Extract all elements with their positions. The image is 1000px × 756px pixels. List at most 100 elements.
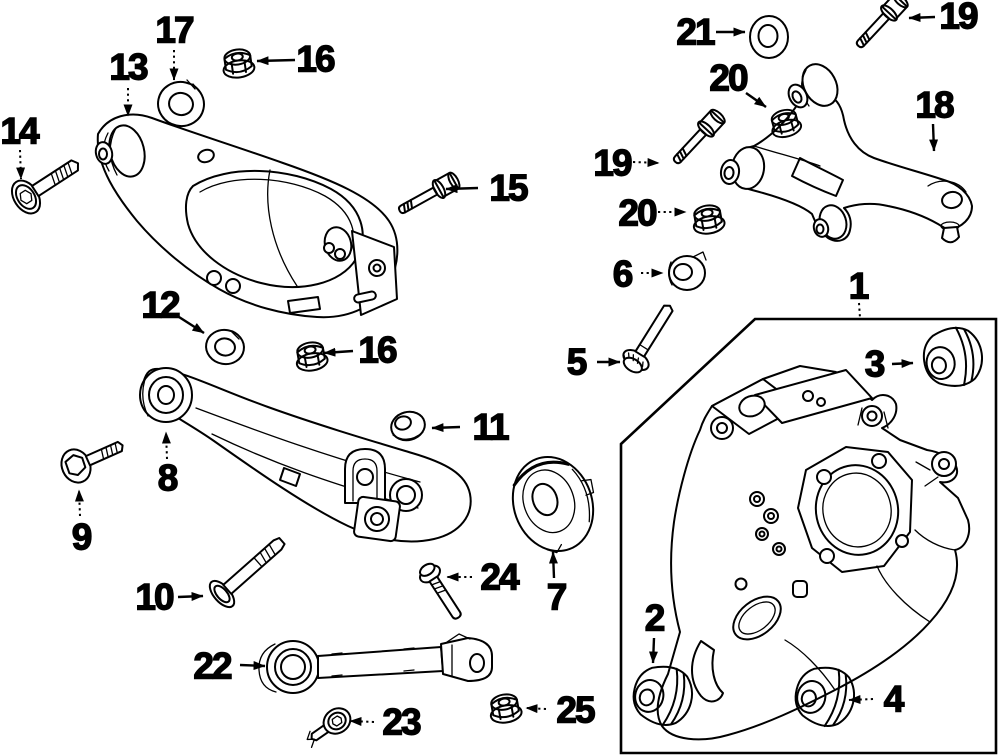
callout-18[interactable]: 18 — [915, 84, 957, 152]
callout-16a[interactable]: 16 — [256, 38, 338, 80]
callout-22[interactable]: 22 — [193, 645, 266, 687]
leader-arrow — [178, 315, 205, 335]
leader-arrow — [632, 158, 660, 168]
leader-arrow — [323, 347, 354, 357]
callout-number: 19 — [593, 143, 632, 184]
callout-number: 9 — [72, 517, 92, 558]
callout-number: 7 — [547, 577, 566, 618]
callout-17[interactable]: 17 — [155, 9, 196, 81]
callout-5[interactable]: 5 — [566, 341, 621, 383]
part-12-washer — [205, 328, 245, 366]
callout-19a[interactable]: 19 — [908, 0, 981, 37]
leader-arrow — [445, 184, 479, 194]
callout-number: 8 — [158, 458, 178, 499]
callout-20a[interactable]: 20 — [709, 57, 767, 108]
part-21-washer — [749, 15, 789, 59]
callout-number: 10 — [135, 577, 174, 618]
callout-number: 16 — [358, 330, 397, 371]
part-24-bolt — [419, 562, 462, 620]
callout-number: 4 — [884, 679, 905, 720]
leader-arrow — [745, 92, 767, 108]
callout-21[interactable]: 21 — [676, 11, 746, 53]
callout-number: 20 — [618, 193, 657, 234]
part-1-knuckle — [656, 365, 971, 741]
part-17-washer — [157, 79, 205, 128]
callout-number: 21 — [676, 12, 715, 53]
part-7-splash-shield — [511, 455, 595, 554]
callout-13[interactable]: 13 — [109, 46, 151, 117]
callout-number: 3 — [865, 344, 885, 385]
callout-number: 5 — [567, 342, 587, 383]
callout-19b[interactable]: 19 — [593, 142, 660, 184]
leader-arrow — [161, 431, 171, 460]
callout-7[interactable]: 7 — [546, 551, 568, 618]
part-15-bolt — [393, 169, 464, 221]
callout-number: 20 — [709, 58, 748, 99]
callout-number: 15 — [489, 168, 528, 209]
callout-14[interactable]: 14 — [0, 110, 43, 180]
part-19b-bolt — [666, 105, 729, 170]
callout-number: 19 — [939, 0, 978, 37]
leader-arrow — [929, 123, 939, 152]
callout-number: 22 — [193, 646, 232, 687]
callout-20b[interactable]: 20 — [618, 192, 687, 234]
callout-number: 23 — [382, 702, 421, 743]
leader-arrow — [256, 56, 296, 66]
part-23-screw — [306, 707, 352, 749]
callout-number: 17 — [155, 10, 193, 51]
callout-number: 14 — [0, 111, 40, 152]
part-22-radius-rod — [258, 633, 493, 694]
part-5-bolt — [622, 304, 674, 374]
callout-number: 24 — [480, 557, 520, 598]
callout-15[interactable]: 15 — [445, 167, 531, 209]
leader-arrow — [177, 591, 204, 601]
part-10-bolt — [208, 536, 286, 609]
leader-arrow — [239, 661, 266, 671]
callout-10[interactable]: 10 — [135, 576, 204, 618]
leader-arrow — [548, 551, 558, 579]
callout-number: 18 — [915, 85, 954, 126]
callout-24[interactable]: 24 — [446, 556, 523, 598]
callout-9[interactable]: 9 — [71, 489, 94, 558]
callout-11[interactable]: 11 — [431, 406, 512, 448]
knuckle-inset-border — [619, 317, 998, 755]
leader-arrow — [16, 149, 26, 180]
leader-arrow — [648, 637, 658, 664]
part-18-upper-control-arm — [719, 63, 973, 244]
part-3-bushing — [919, 323, 987, 392]
callout-16b[interactable]: 16 — [323, 329, 400, 371]
callout-6[interactable]: 6 — [612, 253, 664, 295]
callout-4[interactable]: 4 — [848, 678, 907, 720]
callout-3[interactable]: 3 — [864, 343, 914, 385]
callout-1[interactable]: 1 — [848, 265, 871, 319]
part-14-bolt — [10, 159, 79, 215]
callout-number: 12 — [141, 285, 180, 326]
leader-arrow — [525, 704, 547, 714]
callout-number: 6 — [613, 254, 633, 295]
callout-8[interactable]: 8 — [157, 431, 180, 499]
leader-arrow — [858, 302, 861, 319]
part-6-collar — [668, 251, 707, 291]
callout-number: 16 — [296, 39, 335, 80]
callout-number: 25 — [556, 690, 595, 731]
leader-arrow — [848, 695, 874, 705]
callout-number: 11 — [472, 407, 509, 448]
part-20b-flange-nut — [689, 201, 727, 237]
part-13-spring-link-arm — [94, 113, 399, 319]
part-8-lower-control-arm — [139, 367, 472, 543]
part-25-flange-nut — [486, 690, 524, 726]
callout-number: 2 — [645, 598, 665, 639]
leader-arrow — [891, 359, 914, 369]
leader-arrow — [349, 716, 375, 726]
part-16b-flange-nut — [292, 338, 330, 374]
leader-arrow — [74, 489, 84, 517]
callout-2[interactable]: 2 — [644, 597, 667, 664]
callout-12[interactable]: 12 — [141, 284, 205, 335]
callout-25[interactable]: 25 — [525, 689, 598, 731]
part-11-grommet — [390, 410, 426, 442]
part-19a-bolt — [849, 0, 912, 54]
leader-arrow — [431, 423, 461, 433]
callout-23[interactable]: 23 — [349, 701, 424, 743]
